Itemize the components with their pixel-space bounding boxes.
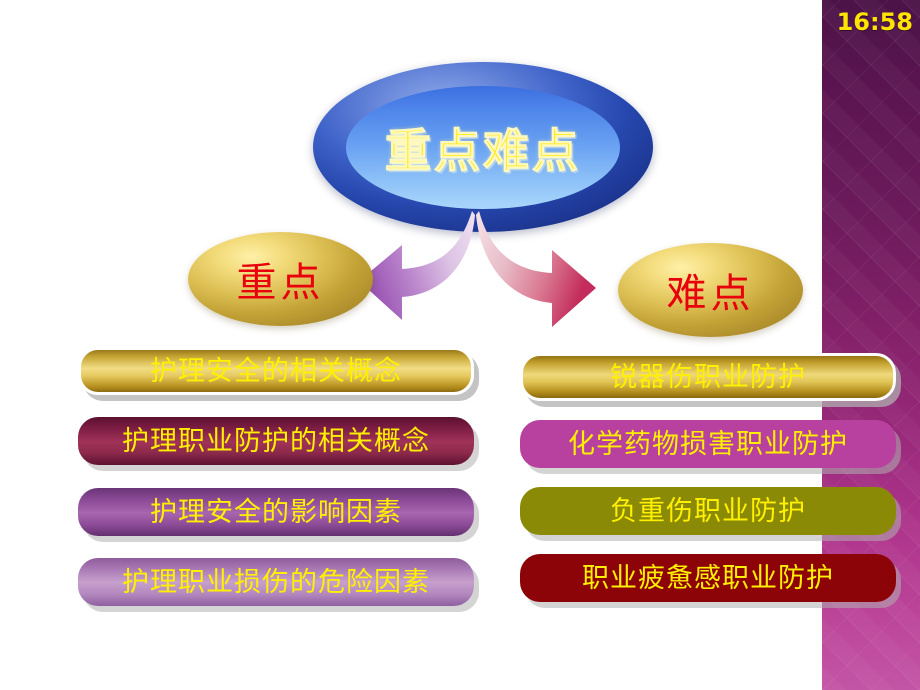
curved-arrow-right-icon — [476, 211, 596, 327]
list-item-label: 护理职业损伤的危险因素 — [122, 566, 430, 598]
slide-title: 重点难点 — [385, 123, 581, 178]
branch-label-left: 重点 — [236, 260, 325, 306]
clock-time: 16:58 — [836, 8, 913, 36]
list-item[interactable]: 负重伤职业防护 — [520, 487, 896, 535]
list-item-label: 护理职业防护的相关概念 — [122, 425, 430, 457]
list-item-label: 护理安全的影响因素 — [150, 496, 402, 528]
branch-label-right: 难点 — [666, 271, 755, 317]
list-item[interactable]: 锐器伤职业防护 — [520, 353, 896, 401]
list-item[interactable]: 护理安全的影响因素 — [78, 488, 474, 536]
arrow-group — [359, 211, 596, 327]
list-item[interactable]: 护理职业损伤的危险因素 — [78, 558, 474, 606]
branch-ellipse-difficult-points: 难点 — [618, 243, 803, 337]
list-item[interactable]: 职业疲惫感职业防护 — [520, 554, 896, 602]
list-item-label: 锐器伤职业防护 — [610, 361, 806, 393]
branch-ellipse-key-points: 重点 — [188, 232, 373, 326]
curved-arrow-left-icon — [359, 211, 475, 320]
title-ellipse-inner: 重点难点 — [346, 86, 620, 209]
list-item-label: 护理安全的相关概念 — [150, 355, 402, 387]
list-item[interactable]: 化学药物损害职业防护 — [520, 420, 896, 468]
list-item-label: 化学药物损害职业防护 — [568, 428, 848, 460]
list-item-label: 职业疲惫感职业防护 — [582, 562, 834, 594]
list-item[interactable]: 护理安全的相关概念 — [78, 347, 474, 395]
list-item-label: 负重伤职业防护 — [610, 495, 806, 527]
list-item[interactable]: 护理职业防护的相关概念 — [78, 417, 474, 465]
title-ellipse-outer: 重点难点 — [313, 62, 653, 232]
